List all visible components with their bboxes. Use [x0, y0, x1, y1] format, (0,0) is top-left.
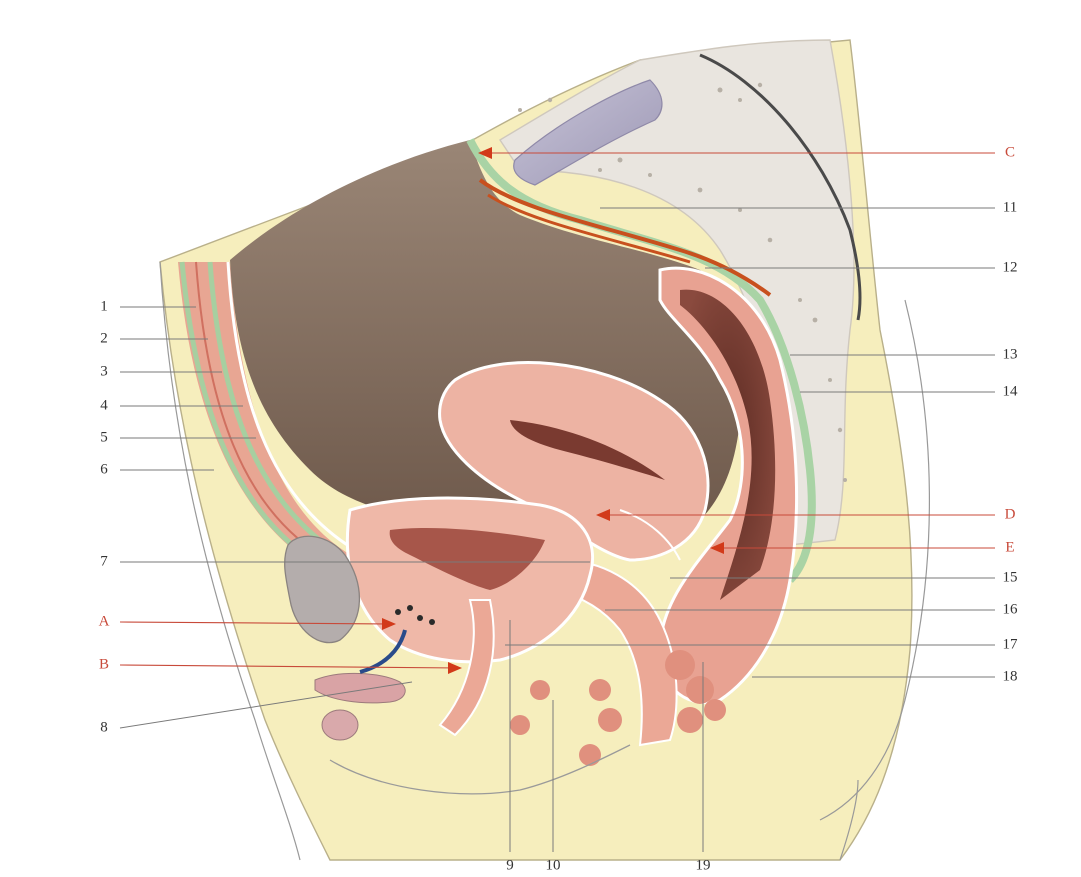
arrow-E	[710, 542, 724, 554]
label-18: 18	[1003, 668, 1018, 684]
label-13: 13	[1003, 346, 1018, 362]
leader-A	[120, 622, 395, 624]
label-6: 6	[100, 461, 108, 477]
label-C: C	[1005, 144, 1015, 160]
label-19: 19	[696, 857, 711, 873]
label-2: 2	[100, 330, 108, 346]
label-15: 15	[1003, 569, 1018, 585]
label-14: 14	[1003, 383, 1019, 399]
arrow-A	[382, 618, 396, 630]
arrow-B	[448, 662, 462, 674]
arrow-D	[596, 509, 610, 521]
label-11: 11	[1003, 199, 1017, 215]
label-3: 3	[100, 363, 108, 379]
label-7: 7	[100, 553, 108, 569]
label-A: A	[99, 613, 110, 629]
label-E: E	[1005, 539, 1014, 555]
label-17: 17	[1003, 636, 1019, 652]
label-9: 9	[506, 857, 514, 873]
label-5: 5	[100, 429, 108, 445]
leader-B	[120, 665, 460, 668]
label-8: 8	[100, 719, 108, 735]
label-10: 10	[546, 857, 561, 873]
label-D: D	[1005, 506, 1016, 522]
label-B: B	[99, 656, 109, 672]
label-12: 12	[1003, 259, 1018, 275]
arrow-C	[478, 147, 492, 159]
label-1: 1	[100, 298, 108, 314]
label-16: 16	[1003, 601, 1019, 617]
leader-8	[120, 682, 412, 728]
label-4: 4	[100, 397, 108, 413]
